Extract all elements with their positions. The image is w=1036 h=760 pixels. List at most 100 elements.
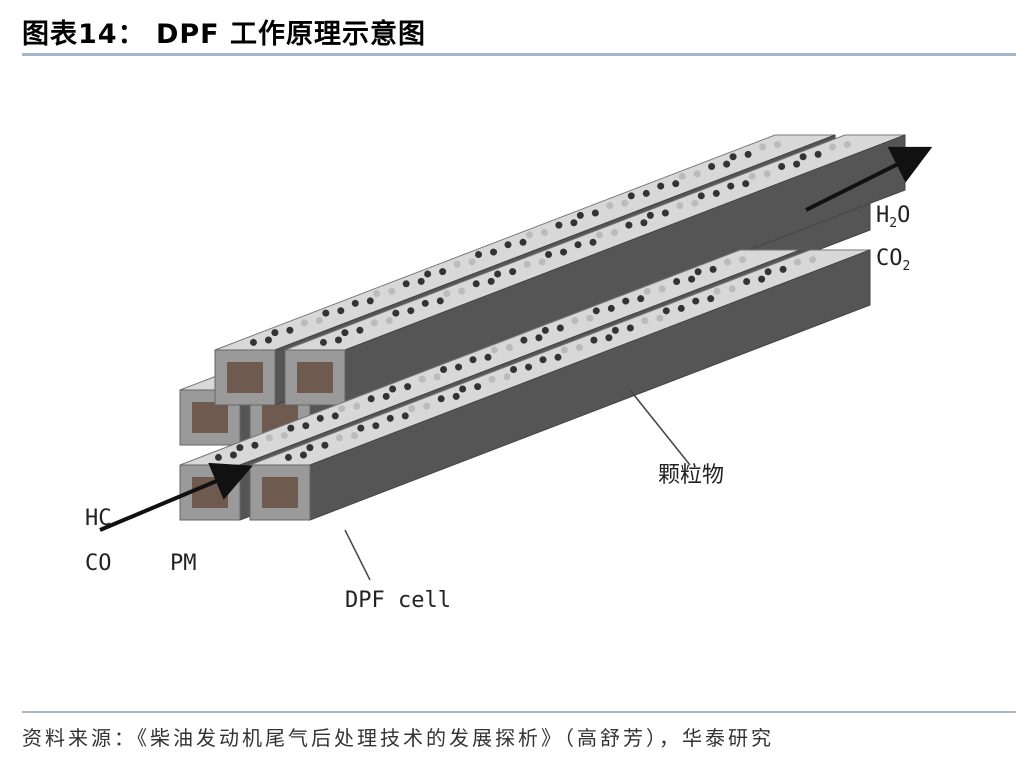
particle-dot (742, 180, 750, 188)
particle-dot (627, 192, 635, 200)
particle-dot (595, 231, 603, 239)
particle-dot (265, 434, 273, 442)
particle-dot (611, 326, 619, 334)
particle-dot (697, 192, 705, 200)
particle-dot (661, 209, 669, 217)
particle-dot (541, 326, 549, 334)
particle-dot (490, 248, 498, 256)
particle-dot (658, 285, 666, 293)
particle-dot (306, 444, 314, 452)
co-label: CO (85, 551, 112, 576)
particle-dot (385, 316, 393, 324)
particle-dot (591, 209, 599, 217)
particle-dot (605, 334, 613, 342)
particle-dot (809, 256, 817, 264)
particle-label: 颗粒物 (658, 463, 724, 488)
particle-dot (302, 422, 310, 430)
particle-dot (404, 383, 412, 391)
particle-dot (423, 402, 431, 410)
particle-dot (727, 182, 735, 190)
particle-dot (357, 424, 365, 432)
particle-dot (373, 290, 381, 298)
particle-dot (487, 277, 495, 285)
footer-divider (22, 711, 1016, 713)
particle-dot (642, 189, 650, 197)
particle-dot (249, 338, 257, 346)
particle-dot (576, 211, 584, 219)
particle-dot (433, 373, 441, 381)
particle-dot (641, 317, 649, 325)
particle-dot (560, 346, 568, 354)
particle-dot (402, 280, 410, 288)
particle-dot (322, 309, 330, 317)
particle-dot (503, 373, 511, 381)
particle-dot (459, 385, 467, 393)
particle-dot (351, 299, 359, 307)
particle-dot (678, 172, 686, 180)
particle-dot (610, 229, 618, 237)
particle-dot (555, 221, 563, 229)
particle-dot (535, 334, 543, 342)
particle-dot (606, 202, 614, 210)
particle-dot (350, 431, 358, 439)
particle-dot (748, 172, 756, 180)
particle-dot (437, 395, 445, 403)
particle-dot (575, 344, 583, 352)
particle-dot (545, 250, 553, 258)
particle-dot (408, 405, 416, 413)
particle-dot (694, 268, 702, 276)
channel-plug (192, 402, 228, 433)
particle-dot (341, 329, 349, 337)
outlet-arrow-icon (805, 146, 933, 212)
channel-plug (227, 362, 263, 393)
particle-dot (366, 297, 374, 305)
particle-dot (331, 412, 339, 420)
particle-dot (519, 238, 527, 246)
particle-dot (510, 365, 518, 373)
particle-dot (677, 304, 685, 312)
particle-dot (707, 295, 715, 303)
particle-dot (443, 290, 451, 298)
particle-dot (337, 307, 345, 315)
particle-dot (763, 170, 771, 178)
particle-dot (571, 317, 579, 325)
particle-dot (525, 231, 533, 239)
particle-dot (708, 163, 716, 171)
particle-dot (590, 336, 598, 344)
particle-dot (814, 150, 822, 158)
co2-label: CO2 (876, 246, 910, 274)
particle-dot (468, 258, 476, 266)
particle-dot (475, 250, 483, 258)
particle-dot (334, 336, 342, 344)
particle-dot (388, 287, 396, 295)
particle-dot (554, 353, 562, 361)
particle-dot (724, 258, 732, 266)
title-divider (22, 53, 1016, 56)
particle-dot (586, 314, 594, 322)
particle-dot (367, 395, 375, 403)
particle-dot (723, 160, 731, 168)
particle-dot (389, 385, 397, 393)
particle-dot (662, 307, 670, 315)
particle-dot (392, 309, 400, 317)
particle-dot (570, 219, 578, 227)
particle-dot (287, 424, 295, 432)
particle-dot (315, 316, 323, 324)
particle-pointer (629, 389, 691, 466)
particle-dot (484, 353, 492, 361)
particle-dot (712, 189, 720, 197)
particle-dot (335, 434, 343, 442)
particle-dot (672, 180, 680, 188)
particle-dot (520, 336, 528, 344)
particle-dot (829, 143, 837, 151)
particle-dot (693, 170, 701, 178)
particle-dot (458, 287, 466, 295)
particle-dot (353, 402, 361, 410)
particle-dot (488, 375, 496, 383)
particle-dot (474, 383, 482, 391)
particle-dot (504, 241, 512, 249)
particle-dot (793, 160, 801, 168)
particle-dot (382, 392, 390, 400)
particle-dot (844, 141, 852, 149)
h2o-label: H2O (876, 203, 910, 231)
